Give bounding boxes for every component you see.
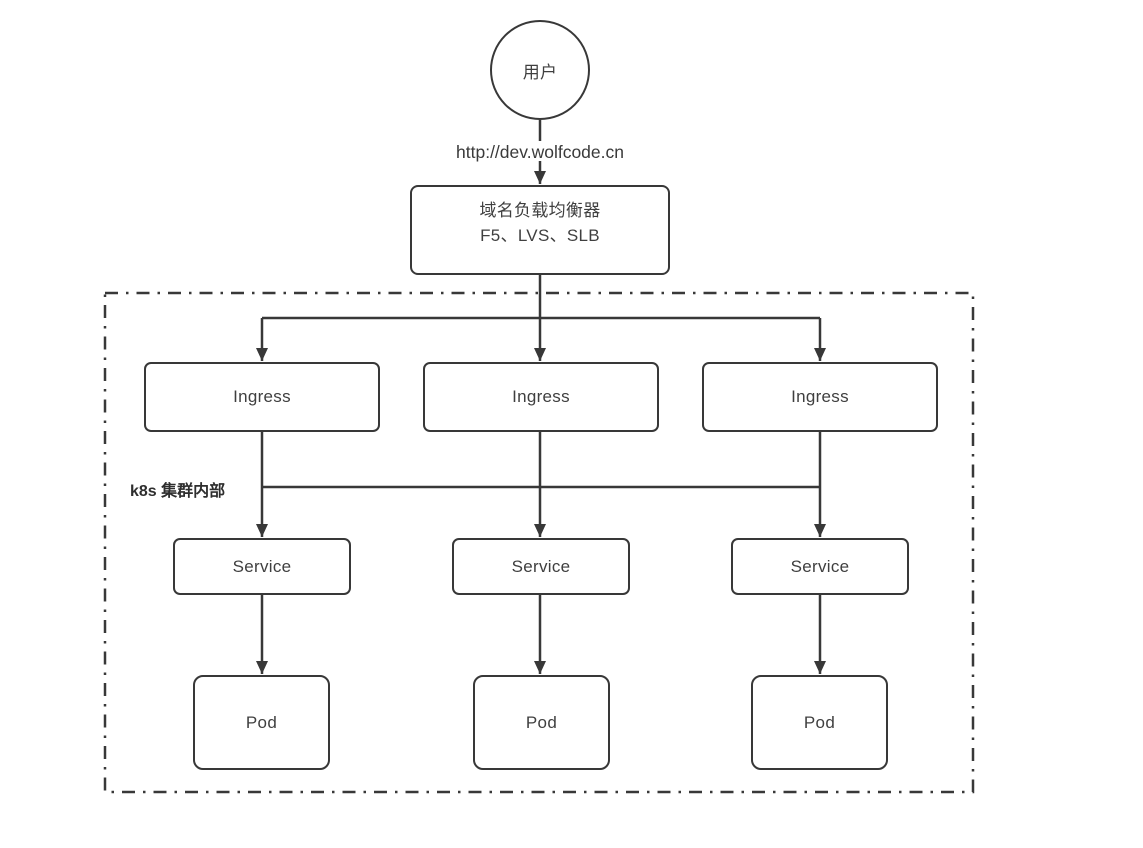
service-node-2: Service bbox=[452, 538, 630, 595]
pod-node-2-label: Pod bbox=[525, 712, 558, 732]
ingress-node-3: Ingress bbox=[702, 362, 938, 432]
ingress-node-3-label: Ingress bbox=[791, 387, 849, 406]
service-node-1: Service bbox=[173, 538, 351, 595]
cluster-boundary bbox=[103, 291, 975, 794]
service-node-3-label: Service bbox=[790, 556, 850, 576]
load-balancer-title: 域名负载均衡器 bbox=[479, 201, 601, 220]
user-node: 用户 bbox=[490, 20, 590, 120]
ingress-node-1-label: Ingress bbox=[233, 387, 291, 406]
load-balancer-subtitle: F5、LVS、SLB bbox=[480, 226, 600, 245]
ingress-node-2: Ingress bbox=[423, 362, 659, 432]
service-node-3: Service bbox=[731, 538, 909, 595]
service-node-2-label: Service bbox=[511, 556, 571, 576]
user-node-label: 用户 bbox=[522, 62, 558, 82]
pod-node-1-label: Pod bbox=[245, 712, 278, 732]
pod-node-3-label: Pod bbox=[803, 712, 836, 732]
service-node-1-label: Service bbox=[232, 556, 292, 576]
ingress-node-2-label: Ingress bbox=[512, 387, 570, 406]
request-url-label: http://dev.wolfcode.cn bbox=[456, 142, 624, 162]
cluster-label: k8s 集群内部 bbox=[130, 483, 226, 500]
pod-node-2: Pod bbox=[473, 675, 610, 770]
pod-node-3: Pod bbox=[751, 675, 888, 770]
pod-node-1: Pod bbox=[193, 675, 330, 770]
ingress-node-1: Ingress bbox=[144, 362, 380, 432]
load-balancer-node: 域名负载均衡器 F5、LVS、SLB bbox=[410, 185, 670, 275]
